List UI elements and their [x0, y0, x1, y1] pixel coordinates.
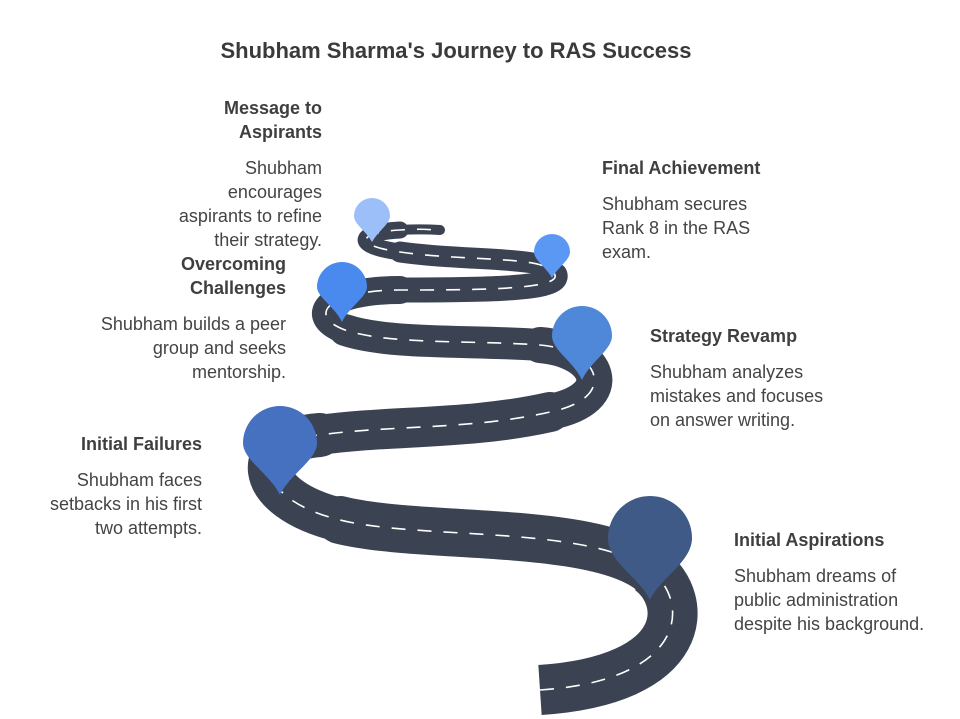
road-segment-6: [329, 314, 556, 361]
milestone-initial-failures: Initial Failures Shubham faces setbacks …: [22, 432, 202, 540]
milestone-strategy-revamp: Strategy Revamp Shubham analyzes mistake…: [650, 324, 840, 432]
milestone-final-achievement: Final Achievement Shubham secures Rank 8…: [602, 156, 792, 264]
milestone-description: Shubham dreams of public administration …: [734, 566, 925, 634]
milestone-title: Initial Aspirations: [734, 530, 885, 550]
milestone-message-to-aspirants: Message to Aspirants Shubham encourages …: [150, 96, 322, 252]
map-pin-icon-4: [317, 262, 367, 322]
milestone-title: Strategy Revamp: [650, 326, 798, 346]
road-segment-4: [300, 392, 570, 455]
milestone-title: Initial Failures: [80, 434, 202, 454]
map-pin-icon-3: [552, 306, 612, 380]
milestone-description: Shubham analyzes mistakes and focuses on…: [650, 362, 824, 430]
map-pin-icon-2: [243, 406, 317, 495]
milestone-title: Message to Aspirants: [223, 98, 322, 142]
milestone-title: Overcoming Challenges: [180, 254, 286, 298]
map-pin-icon-5: [534, 234, 570, 278]
milestone-description: Shubham secures Rank 8 in the RAS exam.: [602, 194, 751, 262]
milestone-description: Shubham builds a peer group and seeks me…: [100, 314, 286, 382]
milestone-description: Shubham faces setbacks in his first two …: [49, 470, 202, 538]
page-title: Shubham Sharma's Journey to RAS Success: [220, 38, 692, 63]
milestone-title: Final Achievement: [602, 158, 761, 178]
milestone-description: Shubham encourages aspirants to refine t…: [178, 158, 322, 250]
road-lane-marking: [268, 228, 674, 691]
road-segment-8: [387, 262, 568, 303]
milestone-initial-aspirations: Initial Aspirations Shubham dreams of pu…: [734, 528, 944, 636]
road-segment-2: [316, 496, 674, 594]
map-pin-icon-6: [354, 198, 390, 242]
milestone-overcoming-challenges: Overcoming Challenges Shubham builds a p…: [100, 252, 286, 384]
map-pin-icon-1: [608, 496, 692, 600]
